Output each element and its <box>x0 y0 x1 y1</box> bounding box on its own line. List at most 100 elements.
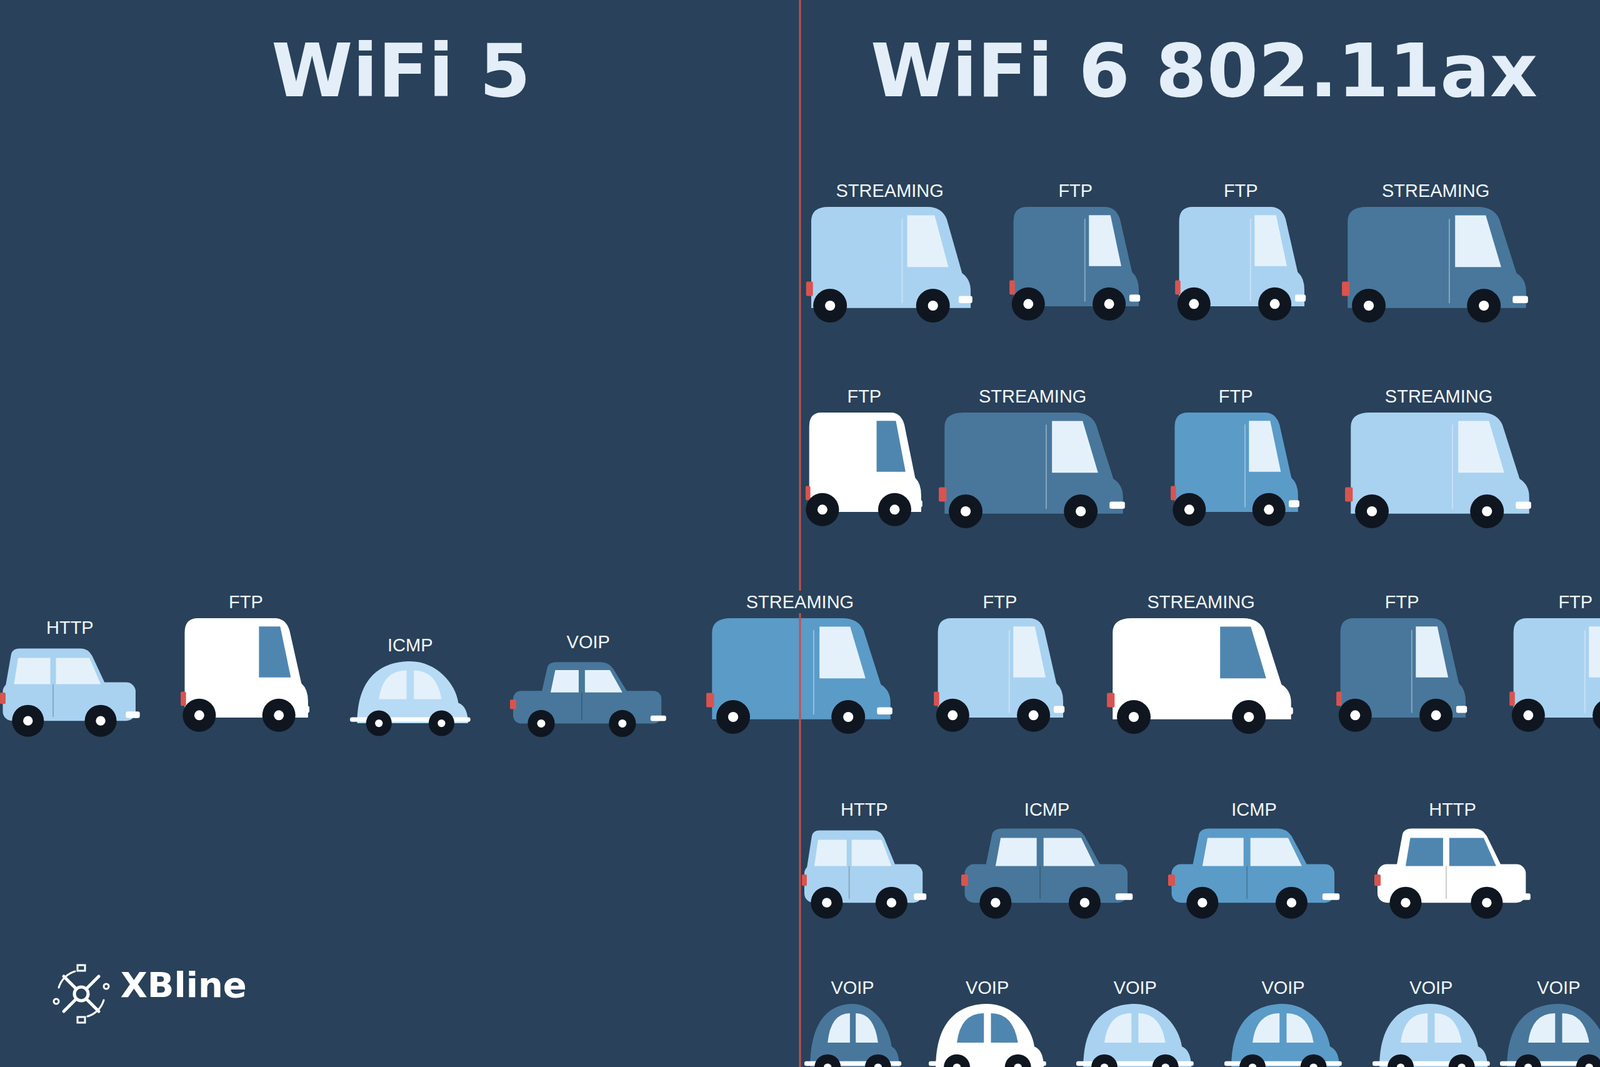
wheel <box>831 700 865 734</box>
wheel-hub <box>960 505 971 516</box>
wheel-hub <box>95 716 105 726</box>
wheel <box>1091 1054 1118 1067</box>
wheel <box>1576 1054 1600 1067</box>
door-line <box>1410 630 1412 714</box>
vehicle-drawing <box>1343 412 1535 534</box>
wheel-hub <box>1286 897 1297 907</box>
wheel-hub <box>375 719 383 727</box>
car-window <box>585 670 623 693</box>
vehicle-drawing <box>936 412 1129 534</box>
wheel-hub <box>948 710 959 721</box>
tail-light <box>1009 280 1015 295</box>
door-line <box>1584 630 1586 714</box>
door-line <box>1045 424 1047 509</box>
vehicle: HTTP <box>801 798 927 920</box>
vehicle-drawing <box>804 1003 902 1067</box>
protocol-label: FTP <box>1221 179 1261 202</box>
bumper <box>1322 893 1340 900</box>
wheel-hub <box>1366 505 1377 516</box>
wheel <box>814 1054 841 1067</box>
vehicle: FTP <box>804 385 925 531</box>
wheel-hub <box>823 1063 832 1067</box>
vehicle-drawing <box>1374 825 1531 920</box>
protocol-label: FTP <box>1555 590 1595 614</box>
vehicle-drawing <box>1173 206 1309 325</box>
tail-light <box>1509 691 1515 707</box>
vehicle-drawing <box>1224 1003 1342 1067</box>
door-line <box>1244 423 1246 507</box>
car-window <box>1138 1013 1166 1043</box>
vehicle: VOIP <box>1500 976 1600 1067</box>
van-window <box>1248 420 1281 472</box>
door-line <box>901 219 903 304</box>
wheel <box>943 1054 970 1067</box>
door-line <box>1008 630 1010 714</box>
wheel-hub <box>1184 504 1195 515</box>
wheel <box>1186 886 1219 919</box>
car-window <box>550 670 579 693</box>
car-window <box>413 670 442 699</box>
vehicle-drawing <box>801 825 927 920</box>
protocol-label: STREAMING <box>1382 385 1495 408</box>
wheel-hub <box>274 710 285 721</box>
logo-wordmark: XBline <box>120 967 247 1003</box>
wheel <box>813 288 847 323</box>
vehicle: VOIP <box>1372 976 1490 1067</box>
bumper <box>1115 893 1133 900</box>
wheel <box>948 494 983 529</box>
wheel-hub <box>1128 711 1139 722</box>
wheel-hub <box>889 504 900 515</box>
vehicle-drawing <box>1169 412 1302 531</box>
wheel-hub <box>886 897 897 907</box>
tail-light <box>510 699 517 709</box>
car-cabin <box>541 661 629 694</box>
protocol-label: STREAMING <box>1144 590 1257 614</box>
wheel-hub <box>537 719 546 728</box>
tail-light <box>1106 693 1115 708</box>
wheel <box>1351 288 1386 323</box>
wheel <box>183 698 217 732</box>
van-window <box>259 626 292 678</box>
wheel <box>1011 287 1045 321</box>
vehicle-drawing <box>932 618 1068 737</box>
wheel <box>609 710 637 737</box>
car-cabin <box>806 830 897 868</box>
door-line <box>1249 218 1251 302</box>
vehicle: HTTP <box>0 616 140 738</box>
wheel <box>1068 886 1101 919</box>
bumper <box>1109 501 1125 509</box>
wheel-hub <box>1524 1063 1533 1067</box>
protocol-label: STREAMING <box>1379 179 1492 202</box>
vehicle-drawing <box>1508 618 1600 737</box>
car-window <box>851 839 892 866</box>
wheel-hub <box>1481 505 1492 516</box>
door-line <box>254 630 256 714</box>
wheel-hub <box>816 504 827 515</box>
vehicle: FTP <box>1335 590 1470 737</box>
vehicle-drawing <box>350 661 471 737</box>
vehicle-drawing <box>1105 618 1297 739</box>
car-window <box>1562 1013 1590 1043</box>
tail-light <box>1170 485 1176 500</box>
wheel <box>1390 886 1422 919</box>
wheel-hub <box>1104 299 1115 310</box>
wheel <box>262 698 296 732</box>
wheel-hub <box>1350 710 1360 721</box>
protocol-label: STREAMING <box>833 179 946 202</box>
door-line <box>1084 218 1086 302</box>
wheel <box>716 700 750 734</box>
wheel <box>936 698 970 732</box>
wheel <box>877 492 911 526</box>
door-line <box>848 865 850 899</box>
wheel <box>1231 700 1266 734</box>
bumper <box>876 707 893 715</box>
vehicle-drawing <box>1335 618 1470 737</box>
wheel-hub <box>618 719 627 728</box>
wheel-hub <box>727 711 738 722</box>
car-window <box>1528 1013 1555 1043</box>
wheel <box>366 710 392 736</box>
car-window <box>995 837 1037 866</box>
wheel <box>85 705 117 737</box>
vehicle: VOIP <box>510 630 667 738</box>
tail-light <box>1345 486 1353 502</box>
